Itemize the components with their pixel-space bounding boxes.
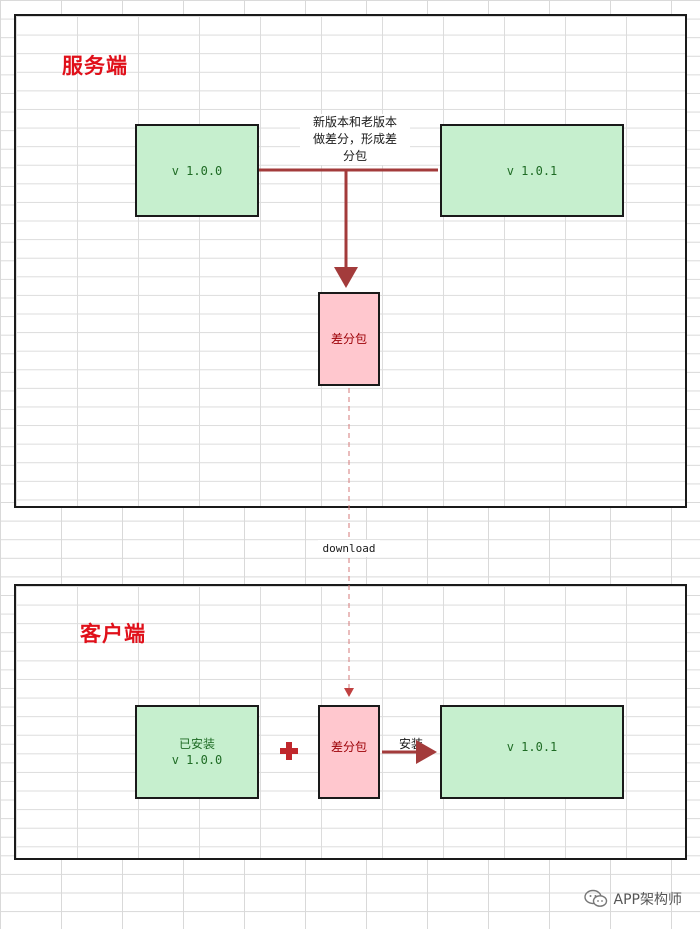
client-title: 客户端 <box>80 621 146 646</box>
watermark: APP架构师 <box>583 889 682 909</box>
diff-note-line-3: 分包 <box>342 149 367 163</box>
client-installed-version: v 1.0.0 <box>171 753 223 767</box>
client-installed-box: 已安装 v 1.0.0 <box>135 705 259 799</box>
server-patch-box: 差分包 <box>318 292 380 386</box>
client-installed-label: 已安装 <box>178 737 215 751</box>
server-new-version-box: v 1.0.1 <box>440 124 624 217</box>
server-title: 服务端 <box>62 53 128 78</box>
server-old-version-label: v 1.0.0 <box>171 163 223 178</box>
server-old-version-box: v 1.0.0 <box>135 124 259 217</box>
client-result-box: v 1.0.1 <box>440 705 624 799</box>
server-patch-label: 差分包 <box>330 332 367 346</box>
watermark-text: APP架构师 <box>613 892 682 908</box>
download-label: download <box>318 540 380 557</box>
client-result-version: v 1.0.1 <box>506 740 558 754</box>
server-new-version-label: v 1.0.1 <box>506 163 558 178</box>
diff-note-line-1: 新版本和老版本 <box>312 115 397 129</box>
diff-note: 新版本和老版本 做差分，形成差 分包 <box>300 114 410 165</box>
diff-note-line-2: 做差分，形成差 <box>312 132 397 146</box>
client-patch-box: 差分包 <box>318 705 380 799</box>
server-region <box>14 14 687 508</box>
plus-icon <box>280 742 298 760</box>
client-patch-label: 差分包 <box>330 740 367 754</box>
wechat-icon <box>583 889 607 907</box>
